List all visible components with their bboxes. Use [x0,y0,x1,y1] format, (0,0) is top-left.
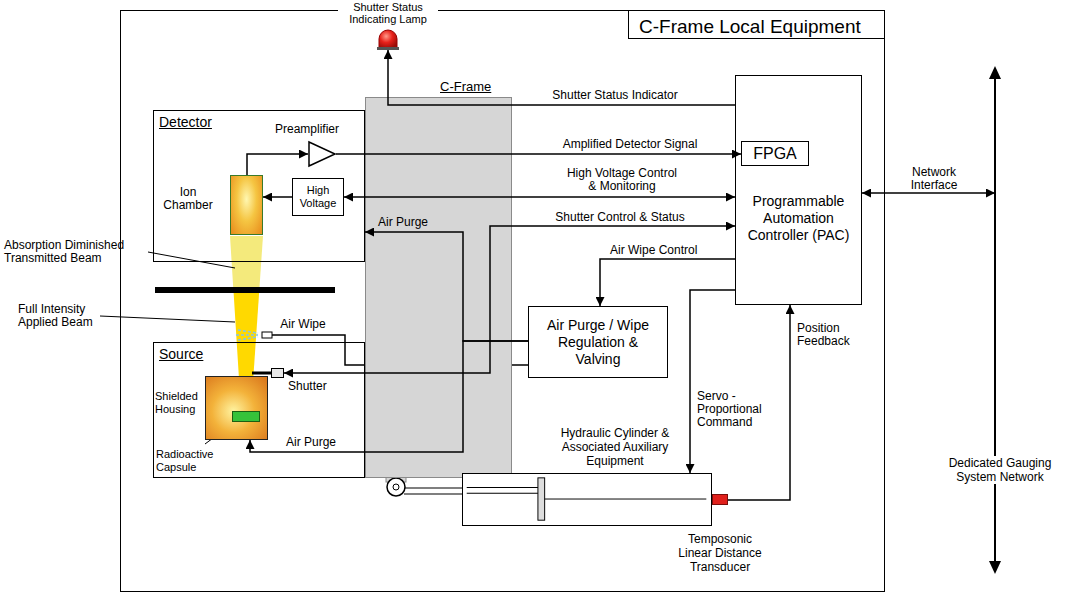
hydraulic-cylinder: Hydraulic Cylinder & Associated Auxiliar… [462,473,712,526]
signal-line [336,153,741,155]
source-box: SourceShielded HousingRadioactive Capsul… [153,342,365,478]
triangle-outline [308,141,336,167]
shutter: Shutter [271,368,284,378]
status-lamp: Shutter Status Indicating Lamp [377,28,399,50]
detector-heading: Detector [159,114,249,131]
preamplifier-symbol: Preamplifier [308,141,336,167]
piston [538,478,545,520]
lamp-label: Shutter Status Indicating Lamp [338,1,438,25]
signal-line [862,192,995,194]
transducer-label: Temposonic Linear Distance Transducer [674,532,766,574]
network-bus: Dedicated Gauging System Network [989,66,1001,574]
signal-label: Air Purge [378,216,448,229]
preamplifier-label: Preamplifier [262,123,352,136]
beam-label: Full Intensity Applied Beam [18,303,113,329]
shielded-housing: Shielded HousingRadioactive Capsule [205,376,268,440]
air-wipe-nozzle [262,332,272,338]
signal-line [600,259,735,306]
radioactive-capsule: Radioactive Capsule [232,411,260,422]
ion-chamber-label: Ion Chamber [160,186,216,212]
signal-line [263,196,292,198]
bus-arrowhead [989,561,1001,574]
high-voltage-box: High Voltage [292,178,344,216]
transducer-rod [545,499,707,500]
bus-line [994,76,996,564]
signal-label: Network Interface [898,166,970,192]
ion-chamber: Ion Chamber [230,175,263,235]
signal-label: Air Wipe Control [610,244,725,257]
pac-label: Programmable Automation Controller (PAC) [737,193,860,244]
pivot [387,478,405,496]
frame-title: C-Frame Local Equipment [628,10,885,39]
signal-label: High Voltage Control & Monitoring [563,167,681,193]
piston-rod [467,487,539,488]
signal-line [247,154,308,175]
pac-box: Programmable Automation Controller (PAC)… [735,75,862,305]
amplifier-triangle [309,142,335,166]
air-regulation-box: Air Purge / Wipe Regulation & Valving [528,306,668,378]
detector-box: DetectorPreamplifierIon Chamber High Volt… [153,110,365,262]
high-voltage-label: High Voltage [293,184,343,210]
leader-line [148,252,235,268]
pivot-pin [393,484,399,490]
source-heading: Source [159,346,239,363]
cylinder-internals [463,474,711,525]
bus-outline [989,66,1001,574]
shutter-label: Shutter [288,380,338,393]
capsule-label: Radioactive Capsule [156,448,228,474]
signal-label: Air Purge [286,436,348,449]
bus-arrowhead [989,66,1001,79]
beam-label: Absorption Diminished Transmitted Beam [4,239,146,265]
signal-label: Shutter Control & Status [545,211,695,224]
fpga-label: FPGA [741,144,809,163]
lamp-dome [379,30,397,48]
signal-line [344,196,735,198]
shutter-blade [252,372,271,375]
signal-label: Amplified Detector Signal [550,138,710,151]
air-regulation-label: Air Purge / Wipe Regulation & Valving [538,317,658,368]
c-frame-label: C-Frame [440,79,510,94]
cylinder-rod [404,487,463,488]
air-mist [238,337,258,340]
beam-label: Air Wipe [278,318,328,331]
equipment-frame: C-Frame Local EquipmentC-FrameDetectorPr… [120,10,885,592]
air-mist [238,330,258,333]
signal-label: Position Feedback [797,322,859,348]
signal-label: Servo - Proportional Command [697,390,769,429]
network-label: Dedicated Gauging System Network [940,456,1060,484]
measured-web [155,287,335,293]
piston-rod [467,493,539,494]
air-mist [236,334,258,336]
signal-line [690,290,735,473]
signal-label: Shutter Status Indicator [520,89,710,102]
fpga-box: FPGA [741,141,809,166]
lamp-base [377,47,399,50]
housing-label: Shielded Housing [155,390,203,416]
lamp-outline [377,28,399,50]
cylinder-label: Hydraulic Cylinder & Associated Auxiliar… [548,426,682,468]
cylinder-rod [404,493,463,494]
linear-transducer: Temposonic Linear Distance Transducer [712,494,728,505]
